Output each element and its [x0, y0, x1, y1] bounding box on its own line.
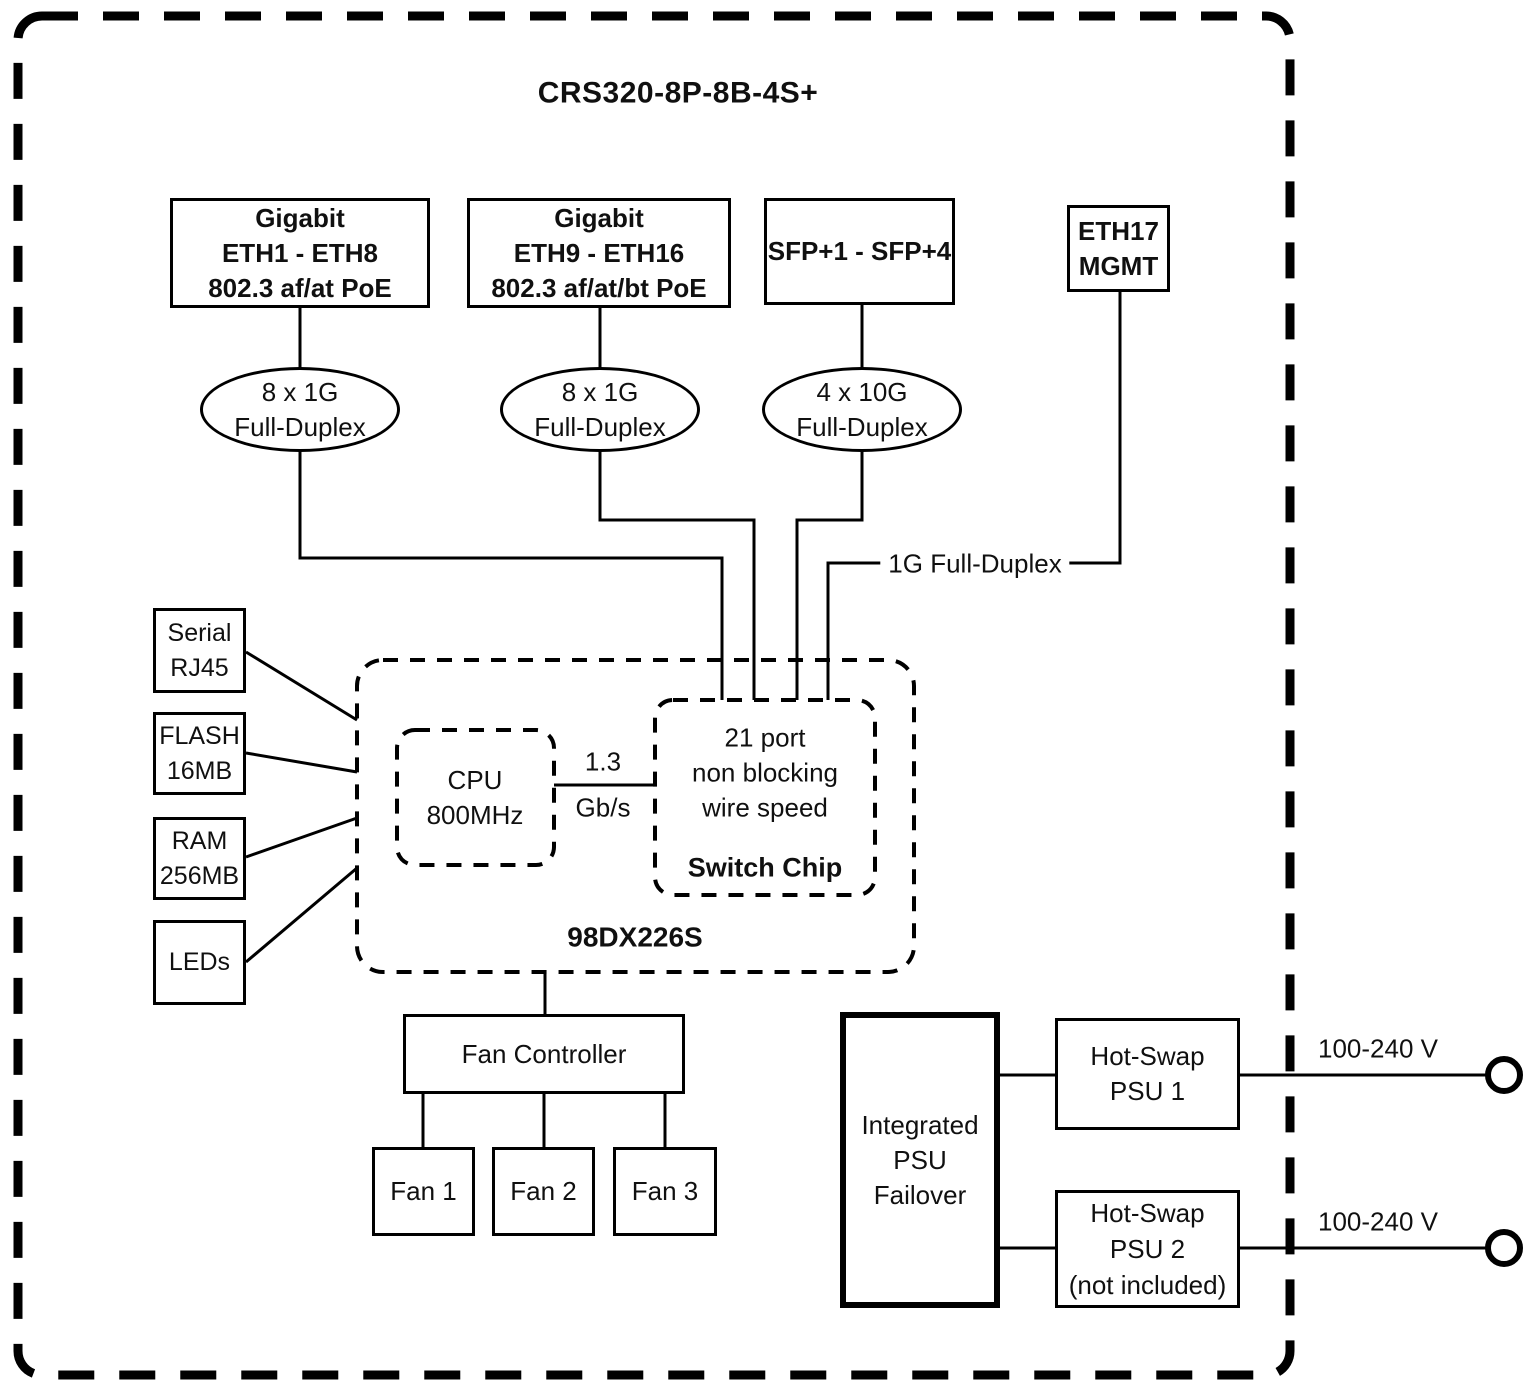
device-title: CRS320-8P-8B-4S+: [537, 76, 819, 110]
switch-chip-dashed-box: [653, 698, 877, 897]
node-fan-1: Fan 1: [372, 1147, 475, 1236]
ac-outlet-1-icon: [1485, 1056, 1523, 1094]
node-leds: LEDs: [153, 920, 246, 1005]
node-integrated-psu-failover: Integrated PSU Failover: [840, 1012, 1000, 1308]
node-flash-16mb: FLASH 16MB: [153, 712, 246, 795]
ac-input-1-label: 100-240 V: [1318, 1033, 1438, 1064]
ac-input-2-label: 100-240 V: [1318, 1206, 1438, 1237]
cpu-dashed-box: [395, 728, 556, 867]
ac-outlet-2-icon: [1485, 1229, 1523, 1267]
node-hot-swap-psu-1: Hot-Swap PSU 1: [1055, 1018, 1240, 1130]
chassis-dashed-border: [13, 11, 1295, 1380]
cpu-link-rate-bottom: Gb/s: [575, 792, 631, 823]
node-ram-256mb: RAM 256MB: [153, 817, 246, 900]
ellipse-eth9-16-capacity: 8 x 1G Full-Duplex: [500, 367, 700, 452]
node-hot-swap-psu-2: Hot-Swap PSU 2 (not included): [1055, 1190, 1240, 1308]
ellipse-sfp-capacity: 4 x 10G Full-Duplex: [762, 367, 962, 452]
node-fan-2: Fan 2: [492, 1147, 595, 1236]
cpu-label: CPU 800MHz: [426, 765, 524, 830]
node-fan-3: Fan 3: [613, 1147, 717, 1236]
node-eth9-eth16-poe: Gigabit ETH9 - ETH16 802.3 af/at/bt PoE: [467, 198, 731, 308]
switch-chip-desc: 21 port non blocking wire speed: [692, 722, 838, 823]
mgmt-link-label: 1G Full-Duplex: [880, 546, 1070, 582]
node-eth1-eth8-poe: Gigabit ETH1 - ETH8 802.3 af/at PoE: [170, 198, 430, 308]
switch-chip-name: Switch Chip: [687, 852, 843, 883]
node-eth17-mgmt: ETH17 MGMT: [1067, 205, 1170, 292]
soc-dashed-box: [355, 658, 916, 974]
cpu-link-rate-top: 1.3: [584, 746, 622, 777]
node-serial-rj45: Serial RJ45: [153, 608, 246, 693]
soc-name-label: 98DX226S: [567, 921, 703, 953]
node-sfp-ports: SFP+1 - SFP+4: [764, 198, 955, 305]
node-fan-controller: Fan Controller: [403, 1014, 685, 1094]
ellipse-eth1-8-capacity: 8 x 1G Full-Duplex: [200, 367, 400, 452]
